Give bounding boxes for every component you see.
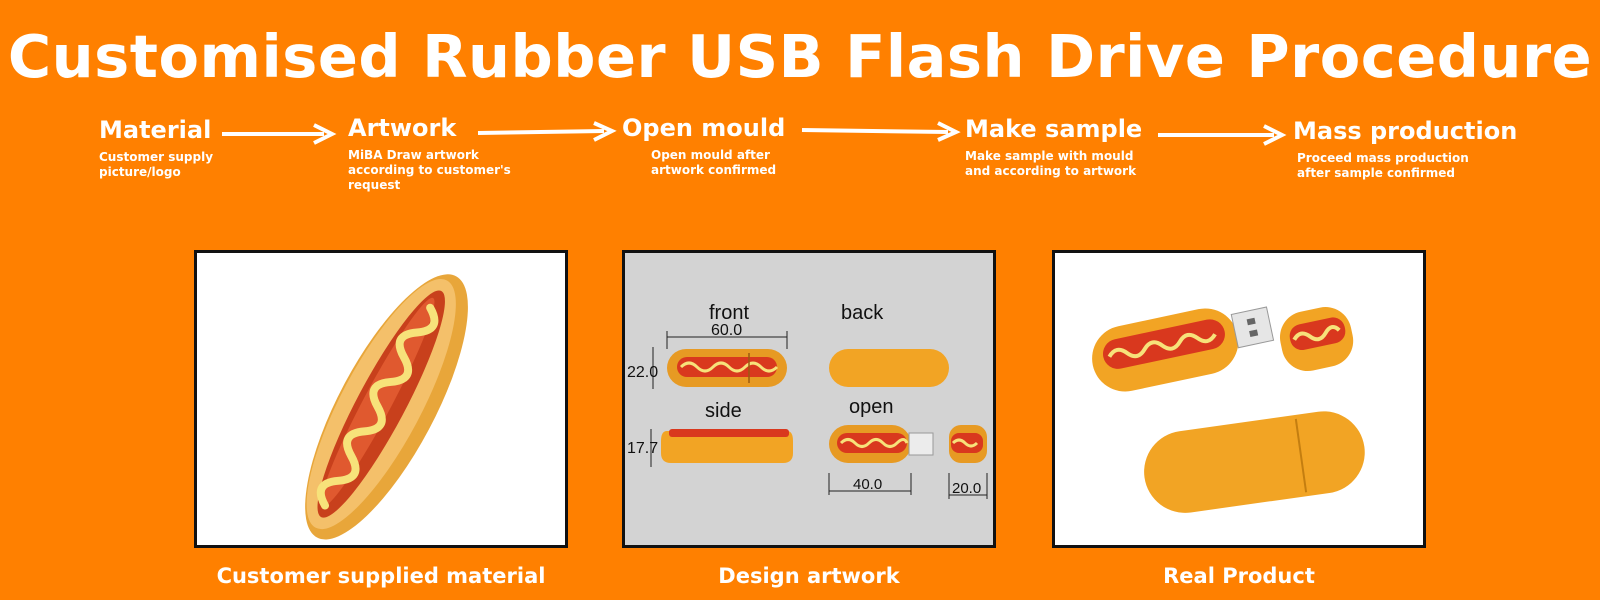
step-title: Make sample	[965, 115, 1143, 143]
caption-design-artwork: Design artwork	[718, 564, 900, 588]
step-description: Proceed mass production after sample con…	[1297, 151, 1469, 180]
step-description: Make sample with mould and according to …	[965, 149, 1137, 178]
step-title: Open mould	[622, 114, 786, 142]
artwork-drawing: front back side open 60.0 22.0 17.7	[627, 302, 988, 499]
step-description: MiBA Draw artwork according to customer'…	[348, 148, 511, 192]
step-title: Material	[99, 116, 212, 144]
arrow-right-icon	[477, 121, 617, 142]
dim-side: 17.7	[627, 440, 658, 457]
dim-cap: 20.0	[952, 480, 981, 497]
panel-real-product	[1052, 250, 1426, 548]
hotdog-image	[305, 274, 468, 540]
dim-length: 60.0	[711, 322, 742, 339]
arrow-right-icon	[801, 121, 961, 142]
dim-body: 40.0	[853, 476, 882, 493]
step-description: Open mould after artwork confirmed	[651, 148, 777, 177]
label-open: open	[849, 396, 894, 418]
panel-customer-material	[194, 250, 568, 548]
label-back: back	[841, 302, 884, 324]
caption-customer-material: Customer supplied material	[216, 564, 546, 588]
step-artwork: Artwork MiBA Draw artwork according to c…	[348, 114, 511, 193]
step-material: Material Customer supply picture/logo	[99, 116, 213, 180]
usb-product-image	[1092, 306, 1365, 513]
step-title: Artwork	[348, 114, 457, 142]
label-front: front	[709, 302, 749, 324]
caption-real-product: Real Product	[1163, 564, 1315, 588]
arrow-right-icon	[222, 123, 337, 145]
panel-design-artwork: front back side open 60.0 22.0 17.7	[622, 250, 996, 548]
step-make-sample: Make sample Make sample with mould and a…	[965, 115, 1142, 179]
dim-height: 22.0	[627, 364, 658, 381]
page-title: Customised Rubber USB Flash Drive Proced…	[7, 22, 1593, 91]
label-side: side	[705, 400, 742, 422]
step-title: Mass production	[1293, 117, 1518, 145]
step-mass-production: Mass production Proceed mass production …	[1293, 117, 1517, 181]
arrow-right-icon	[1158, 124, 1287, 146]
step-description: Customer supply picture/logo	[99, 150, 214, 179]
step-open-mould: Open mould Open mould after artwork conf…	[622, 114, 785, 178]
